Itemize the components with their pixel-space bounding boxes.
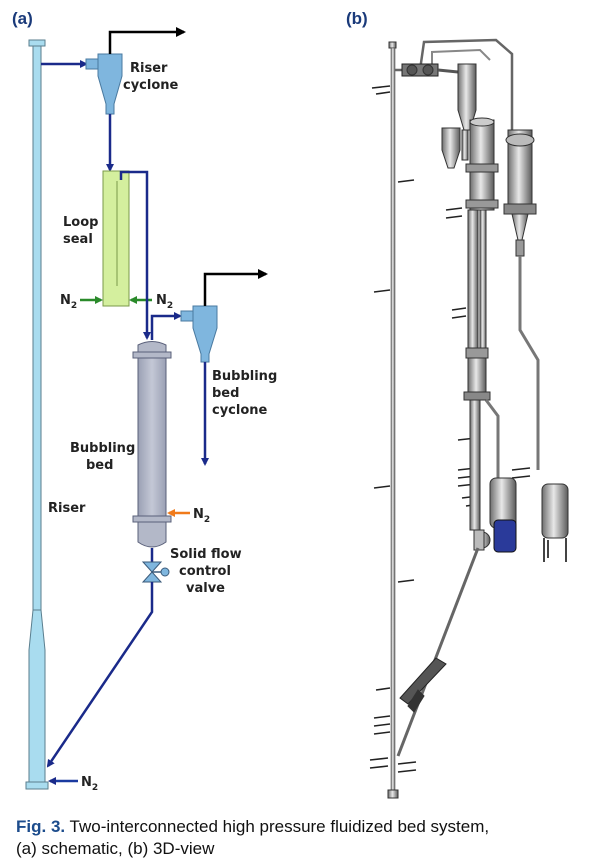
riser-cyclone-label-2: cyclone [123,78,179,93]
loop-seal [102,170,130,307]
loop-seal-to-bed-arrow [119,170,151,340]
figure-caption: Fig. 3. Two-interconnected high pressure… [16,816,576,860]
bed-cyclone-label-1: Bubbling [212,369,277,384]
bed-cyclone-label-3: cyclone [212,403,268,418]
loop-seal-label-1: Loop [63,215,98,230]
caption-fig-number: Fig. 3. [16,817,66,836]
valve-label-2: control [179,564,231,579]
valve-label-1: Solid flow [170,547,242,562]
bed-cyclone-gas-exit-arrow [203,269,268,279]
panel-a-label: (a) [12,9,33,28]
riser-cyclone [85,34,123,115]
bed-cyclone-label-2: bed [212,386,239,401]
bed-to-cyclone-arrow [150,312,182,340]
riser-cyclone-gas-exit-arrow [108,27,186,37]
3d-view-panel [369,38,569,799]
bubbling-bed-cyclone [180,276,218,363]
riser-label: Riser [48,501,86,516]
bubbling-bed-label-2: bed [86,458,113,473]
caption-line-2: (a) schematic, (b) 3D-view [16,839,215,858]
valve-to-riser-return-arrow [46,582,154,768]
riser-n2-label: N2 [81,775,98,793]
bubbling-bed [132,341,172,548]
riser-column [25,39,49,790]
bed-n2-label: N2 [193,507,210,525]
loop-seal-n2-right-label: N2 [156,293,173,311]
panel-b-label: (b) [346,9,368,28]
riser-cyclone-label-1: Riser [130,61,168,76]
valve-label-3: valve [186,581,225,596]
solid-flow-control-valve [141,561,170,583]
loop-seal-n2-left-label: N2 [60,293,77,311]
caption-line-1: Two-interconnected high pressure fluidiz… [69,817,490,836]
schematic-panel: Riser Riser cyclone Loop seal N2 N2 [25,27,277,793]
bubbling-bed-label-1: Bubbling [70,441,135,456]
loop-seal-label-2: seal [63,232,93,247]
